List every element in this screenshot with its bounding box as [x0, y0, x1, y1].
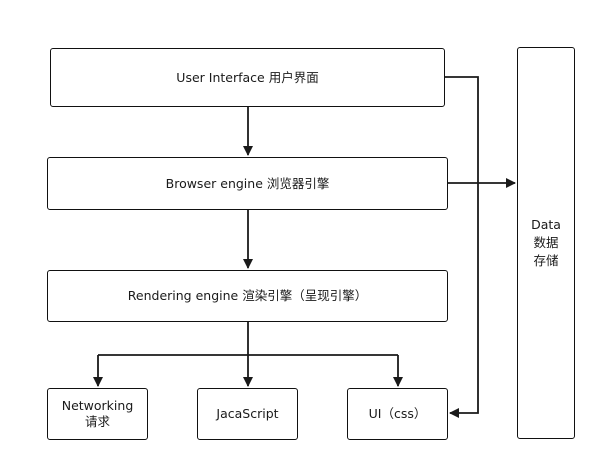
user-interface-node: User Interface 用户界面: [50, 48, 445, 107]
ui-css-node: UI（css）: [347, 388, 448, 440]
rendering-engine-node: Rendering engine 渲染引擎（呈现引擎）: [47, 270, 448, 322]
javascript-label: JacaScript: [216, 406, 279, 421]
user-interface-label: User Interface 用户界面: [176, 69, 319, 85]
javascript-node: JacaScript: [197, 388, 298, 440]
rendering-engine-label: Rendering engine 渲染引擎（呈现引擎）: [127, 288, 368, 303]
data-storage-node: Data 数据 存储: [517, 47, 575, 439]
data-storage-label: Data 数据 存储: [531, 217, 561, 268]
browser-engine-node: Browser engine 浏览器引擎: [47, 157, 448, 210]
edge-ui-to-uicss: [445, 76, 479, 418]
browser-engine-label: Browser engine 浏览器引擎: [165, 175, 330, 191]
networking-label: Networking 请求: [61, 398, 134, 429]
networking-node: Networking 请求: [47, 388, 148, 440]
ui-css-label: UI（css）: [368, 406, 427, 421]
